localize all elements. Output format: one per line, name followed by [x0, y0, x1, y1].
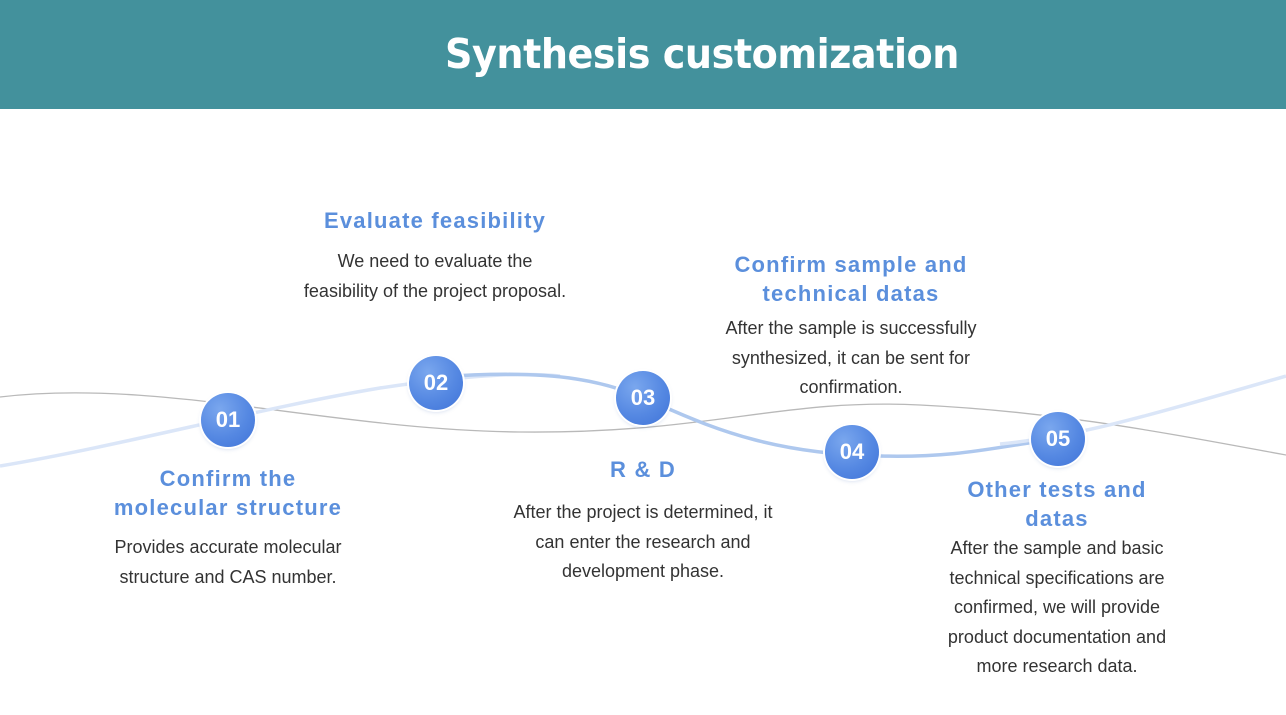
blue-wave-left: [0, 372, 561, 468]
page-title: Synthesis customization: [445, 30, 959, 78]
step-5-text-line: confirmed, we will provide: [953, 597, 1161, 617]
step-3-node: 03: [616, 371, 670, 425]
step-1-title: Confirm the molecular structure: [78, 464, 378, 522]
step-4-text-line: After the sample is successfully: [725, 318, 977, 338]
step-1-node: 01: [201, 393, 255, 447]
step-5-text-line: more research data.: [976, 656, 1138, 676]
step-4-title-line: technical datas: [762, 281, 940, 306]
step-2-title-line: Evaluate feasibility: [323, 208, 547, 233]
step-4-description: After the sample is successfully synthes…: [691, 314, 1011, 403]
step-3-text-line: After the project is determined, it: [513, 502, 773, 522]
step-2-description: We need to evaluate the feasibility of t…: [265, 247, 605, 306]
step-1-text-line: Provides accurate molecular: [114, 537, 342, 557]
step-3-text-line: development phase.: [561, 561, 725, 581]
step-1-description: Provides accurate molecular structure an…: [78, 533, 378, 592]
step-2-title: Evaluate feasibility: [285, 206, 585, 235]
step-5-title-line: Other tests and: [967, 477, 1147, 502]
step-4-title: Confirm sample and technical datas: [691, 250, 1011, 308]
blue-wave-right: [999, 374, 1286, 446]
step-3-description: After the project is determined, it can …: [483, 498, 803, 587]
step-5-text-line: technical specifications are: [949, 567, 1165, 588]
step-4-text-line: synthesized, it can be sent for: [731, 347, 971, 368]
step-4-text-line: confirmation.: [799, 377, 903, 397]
step-3-text-line: can enter the research and: [535, 531, 751, 552]
step-2-node: 02: [409, 356, 463, 410]
step-4-node: 04: [825, 425, 879, 479]
step-4-title-line: Confirm sample and: [734, 252, 968, 277]
step-3-title: R & D: [493, 455, 793, 484]
step-1-text-line: structure and CAS number.: [119, 566, 337, 587]
header-banner: Synthesis customization: [0, 0, 1286, 109]
step-5-node: 05: [1031, 412, 1085, 466]
step-1-title-line: Confirm the: [159, 466, 297, 491]
step-5-text-line: product documentation and: [947, 626, 1167, 647]
blue-wave-middle: [439, 372, 1051, 458]
step-5-text-line: After the sample and basic: [950, 538, 1164, 558]
step-5-title: Other tests and datas: [907, 475, 1207, 533]
step-5-title-line: datas: [1025, 506, 1089, 531]
step-3-title-line: R & D: [610, 457, 676, 482]
step-1-title-line: molecular structure: [113, 495, 343, 520]
step-2-text-line: We need to evaluate the: [337, 251, 533, 271]
step-2-text-line: feasibility of the project proposal.: [303, 280, 567, 301]
step-5-description: After the sample and basic technical spe…: [907, 534, 1207, 682]
